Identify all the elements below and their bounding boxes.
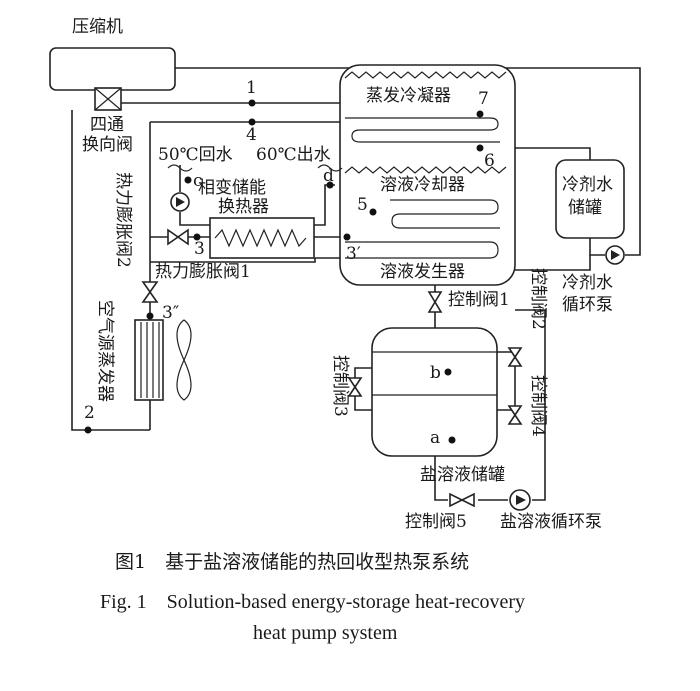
fan-icon — [176, 319, 192, 401]
four-way-valve-label-2: 换向阀 — [82, 135, 133, 155]
refrigerant-water-tank: 冷剂水 储罐 — [515, 159, 641, 271]
control-valve-4: 控制阀4 — [507, 375, 548, 437]
control-valve-3-label: 控制阀3 — [330, 355, 350, 417]
point-3-prime: 3′ — [346, 244, 361, 264]
salt-pump-label: 盐溶液循环泵 — [500, 512, 602, 532]
four-way-valve-label-1: 四通 — [90, 115, 124, 135]
salt-solution-pump: 盐溶液循环泵 — [500, 489, 602, 532]
expansion-valve-2-label: 热力膨胀阀2 — [113, 172, 133, 268]
expansion-valve-2: 热力膨胀阀2 — [113, 172, 189, 268]
control-valve-5: 控制阀5 — [405, 492, 475, 532]
caption-cn: 图1 基于盐溶液储能的热回收型热泵系统 — [115, 551, 469, 573]
refrigerant-pump-label-1: 冷剂水 — [562, 273, 613, 293]
control-valve-1: 控制阀1 — [427, 290, 510, 313]
point-b: b — [430, 363, 441, 383]
point-7: 7 — [478, 89, 489, 109]
return-water-label: 50℃回水 — [158, 145, 233, 165]
air-evaporator-label: 空气源蒸发器 — [95, 300, 115, 402]
evaporative-condenser-label: 蒸发冷凝器 — [366, 86, 451, 106]
point-3-double-prime: 3″ — [162, 303, 179, 323]
expansion-valve-1: 热力膨胀阀1 — [141, 262, 251, 303]
refrigerant-pump-label-2: 循环泵 — [562, 295, 613, 315]
control-valve-4-label: 控制阀4 — [528, 375, 548, 437]
figure-caption: 图1 基于盐溶液储能的热回收型热泵系统 Fig. 1 Solution-base… — [100, 551, 525, 644]
pcm-label-2: 换热器 — [218, 197, 269, 217]
control-valve-3: 控制阀3 — [330, 355, 363, 417]
main-vessel: 蒸发冷凝器 溶液冷却器 溶液发生器 — [339, 64, 516, 286]
caption-en-line1: Fig. 1 Solution-based energy-storage hea… — [100, 591, 525, 613]
point-6: 6 — [484, 151, 495, 171]
point-a: a — [430, 428, 440, 448]
point-3: 3 — [194, 239, 205, 259]
control-valve-5-label: 控制阀5 — [405, 512, 467, 532]
solution-cooler-label: 溶液冷却器 — [380, 175, 465, 195]
state-points: 1 4 2 3 3′ 3″ 5 6 7 b a c d — [84, 78, 495, 448]
compressor: 压缩机 — [49, 17, 176, 91]
outlet-water-label: 60℃出水 — [256, 145, 331, 165]
refrigerant-tank-label-1: 冷剂水 — [562, 175, 613, 195]
pcm-heat-exchanger: 相变储能 换热器 — [198, 178, 315, 259]
salt-solution-tank: 盐溶液储罐 — [371, 327, 505, 485]
point-2: 2 — [84, 403, 95, 423]
point-4: 4 — [246, 125, 257, 145]
solution-generator-label: 溶液发生器 — [380, 262, 465, 282]
pcm-label-1: 相变储能 — [198, 178, 266, 198]
control-valve-2-label: 控制阀2 — [528, 268, 548, 330]
refrigerant-tank-label-2: 储罐 — [568, 198, 602, 218]
air-source-evaporator: 空气源蒸发器 — [95, 300, 164, 402]
salt-tank-label: 盐溶液储罐 — [420, 465, 505, 485]
hot-water-circuit: 50℃回水 60℃出水 — [158, 145, 343, 226]
point-d: d — [323, 166, 334, 186]
point-5: 5 — [357, 195, 368, 215]
control-valve-1-label: 控制阀1 — [448, 290, 510, 310]
four-way-valve: 四通 换向阀 — [82, 87, 133, 155]
point-c: c — [193, 171, 203, 191]
control-valve-2: 控制阀2 — [507, 268, 548, 367]
point-1: 1 — [246, 78, 257, 98]
expansion-valve-1-label: 热力膨胀阀1 — [155, 262, 251, 282]
refrigerant-water-pump: 冷剂水 循环泵 — [562, 245, 625, 315]
caption-en-line2: heat pump system — [253, 622, 398, 644]
compressor-label: 压缩机 — [72, 17, 123, 37]
